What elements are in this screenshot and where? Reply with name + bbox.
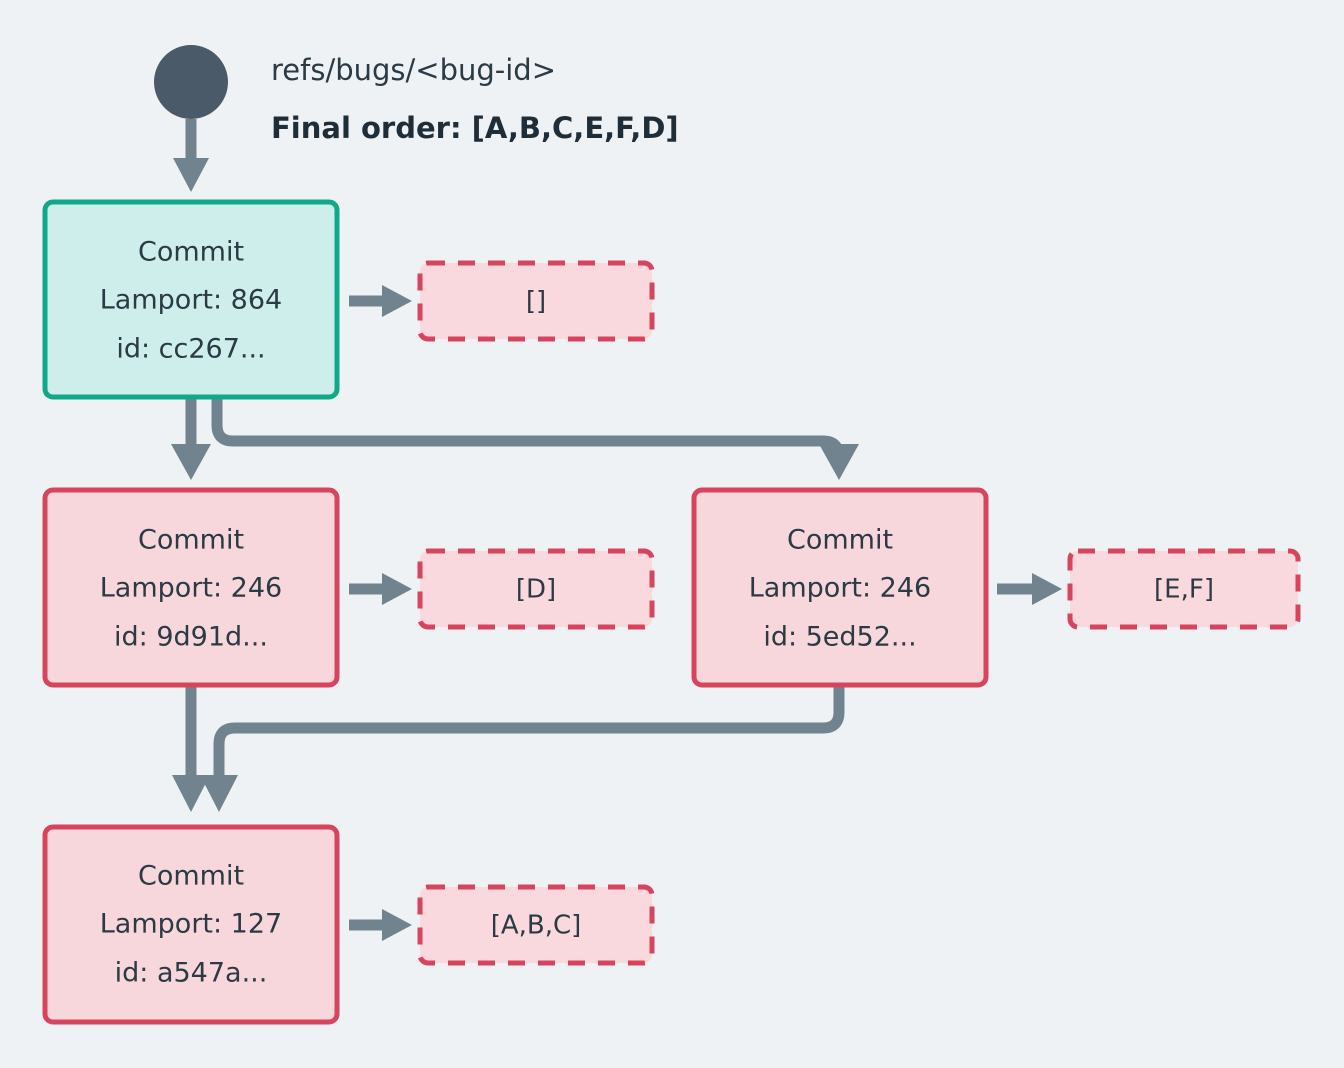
commit-node-head-box[interactable] bbox=[42, 199, 340, 400]
commit-node-right-mid-lamport: Lamport: 246 bbox=[749, 573, 931, 604]
commit-node-right-mid[interactable]: Commit Lamport: 246 id: 5ed52... bbox=[691, 487, 989, 688]
payload-box-head-frame[interactable] bbox=[417, 260, 655, 342]
payload-box-right-mid-text: [E,F] bbox=[1154, 575, 1214, 605]
commit-node-right-mid-title: Commit bbox=[787, 525, 893, 556]
edge-right-mid-to-base bbox=[200, 687, 845, 812]
arrow-head-to-payload bbox=[349, 285, 412, 317]
payload-box-head[interactable]: [] bbox=[417, 260, 655, 342]
commit-node-left-mid-box[interactable] bbox=[42, 487, 340, 688]
commit-node-head-lamport: Lamport: 864 bbox=[100, 285, 282, 316]
commit-node-base-id: id: a547a... bbox=[115, 958, 268, 989]
commit-node-head-title: Commit bbox=[138, 237, 244, 268]
ref-root-dot bbox=[154, 45, 228, 119]
commit-node-base-box[interactable] bbox=[42, 824, 340, 1025]
payload-box-head-text: [] bbox=[526, 287, 546, 317]
commit-node-left-mid-title: Commit bbox=[138, 525, 244, 556]
edge-head-to-left-mid bbox=[171, 398, 211, 480]
payload-box-base-text: [A,B,C] bbox=[491, 911, 582, 941]
final-order-label: Final order: [A,B,C,E,F,D] bbox=[271, 111, 679, 145]
payload-box-left-mid-text: [D] bbox=[516, 575, 556, 605]
arrow-left-mid-to-payload bbox=[349, 573, 412, 605]
commit-node-head-id: id: cc267... bbox=[116, 334, 265, 365]
commit-node-left-mid[interactable]: Commit Lamport: 246 id: 9d91d... bbox=[42, 487, 340, 688]
commit-node-right-mid-id: id: 5ed52... bbox=[763, 622, 916, 653]
payload-box-right-mid[interactable]: [E,F] bbox=[1067, 548, 1301, 630]
edge-root-to-head bbox=[173, 119, 209, 192]
commit-node-base[interactable]: Commit Lamport: 127 id: a547a... bbox=[42, 824, 340, 1025]
arrow-base-to-payload bbox=[349, 909, 412, 941]
commit-node-base-title: Commit bbox=[138, 861, 244, 892]
commit-node-right-mid-box[interactable] bbox=[691, 487, 989, 688]
payload-box-base-frame[interactable] bbox=[417, 884, 655, 966]
payload-box-right-mid-frame[interactable] bbox=[1067, 548, 1301, 630]
commit-node-left-mid-id: id: 9d91d... bbox=[114, 622, 268, 653]
edge-head-to-right-mid bbox=[211, 398, 859, 480]
arrow-right-mid-to-payload bbox=[997, 573, 1062, 605]
commit-node-left-mid-lamport: Lamport: 246 bbox=[100, 573, 282, 604]
ref-label: refs/bugs/<bug-id> bbox=[271, 53, 556, 87]
commit-node-head[interactable]: Commit Lamport: 864 id: cc267... bbox=[42, 199, 340, 400]
payload-box-left-mid-frame[interactable] bbox=[417, 548, 655, 630]
edge-left-mid-to-base bbox=[172, 687, 210, 812]
payload-box-left-mid[interactable]: [D] bbox=[417, 548, 655, 630]
commit-node-base-lamport: Lamport: 127 bbox=[100, 909, 282, 940]
payload-box-base[interactable]: [A,B,C] bbox=[417, 884, 655, 966]
